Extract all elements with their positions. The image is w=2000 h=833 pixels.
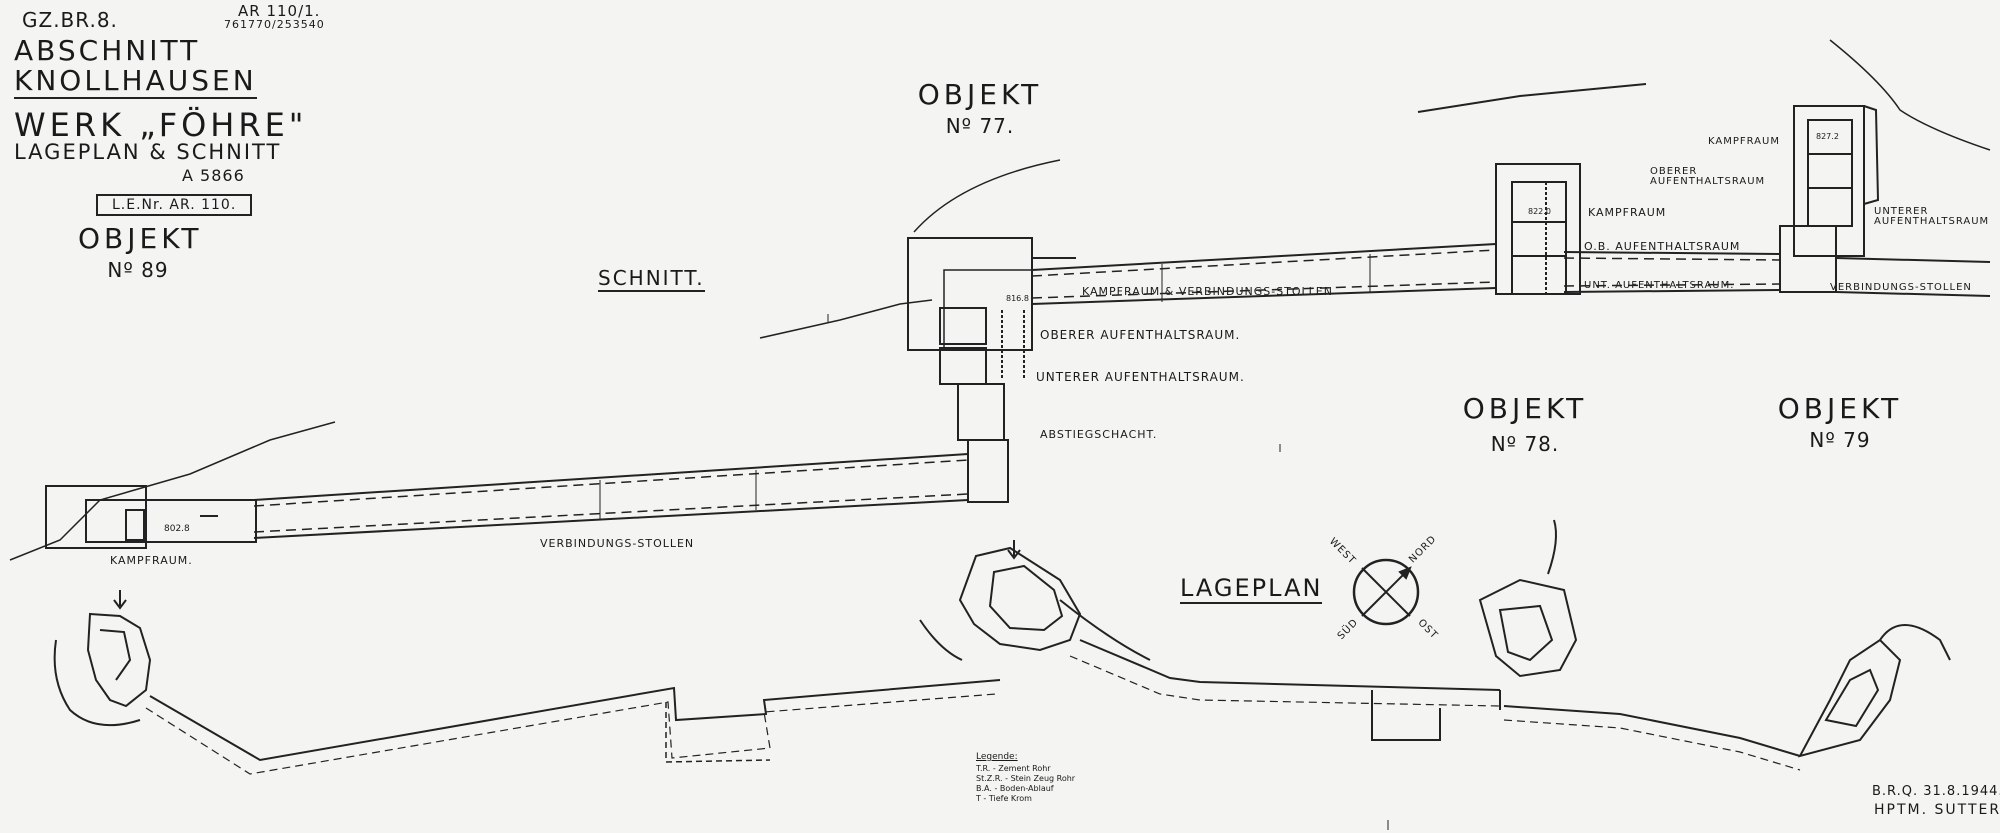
- plan-object-89: [53, 590, 152, 727]
- plan-type: LAGEPLAN & SCHNITT: [14, 140, 282, 164]
- terrain-line-top: [1417, 83, 1647, 113]
- terrain-line-77: [759, 299, 933, 339]
- elevation-79: 827.2: [1816, 132, 1839, 141]
- stamp-box: L.E.Nr. AR. 110.: [96, 194, 253, 216]
- plan-tunnel-77-78: [1069, 639, 1501, 741]
- label-oberer-79-line2: AUFENTHALTSRAUM: [1650, 176, 1766, 187]
- label-verbindungs-stollen-2: VERBINDUNGS-STOLLEN: [1830, 282, 1972, 293]
- signature-name: HPTM. SUTTER: [1874, 802, 2000, 818]
- compass-rose: [1352, 558, 1420, 626]
- object-77-title: OBJEKT: [917, 78, 1043, 111]
- terrain-arc-77: [913, 159, 1061, 233]
- elevation-89: 802.8: [164, 524, 190, 534]
- label-verbindungs-stollen-1: VERBINDUNGS-STOLLEN: [540, 537, 695, 550]
- object-77-section: [907, 237, 1076, 503]
- elevation-78: 822.0: [1528, 207, 1551, 216]
- plan-number: A 5866: [182, 166, 245, 185]
- plan-tunnel-89-77: [145, 679, 1001, 775]
- label-unterer-79-line2: AUFENTHALTSRAUM: [1874, 216, 1990, 227]
- object-78-title: OBJEKT: [1462, 392, 1588, 425]
- plan-object-78: [1478, 519, 1578, 678]
- object-89-number: Nº 89: [107, 258, 169, 282]
- section-heading: SCHNITT.: [598, 266, 705, 292]
- signature-date: B.R.Q. 31.8.1944.: [1872, 784, 2000, 799]
- legend-item: T.R. - Zement Rohr: [976, 764, 1051, 773]
- object-78-number: Nº 78.: [1490, 432, 1560, 456]
- label-unt-aufenthaltsraum: UNT. AUFENTHALTSRAUM.: [1584, 280, 1735, 291]
- label-ob-aufenthaltsraum: O.B. AUFENTHALTSRAUM: [1584, 240, 1741, 253]
- section-title-line1: ABSCHNITT: [14, 34, 201, 67]
- coord-ref: 761770/253540: [224, 18, 325, 31]
- legend-item: T - Tiefe Krom: [976, 794, 1032, 803]
- stollen-77-79: [1031, 243, 1991, 305]
- elevation-77: 816.8: [1006, 294, 1029, 303]
- witness-marks: [827, 314, 1389, 830]
- label-kampfraum-79: KAMPFRAUM: [1708, 136, 1780, 147]
- section-title-line2: KNOLLHAUSEN: [14, 64, 257, 99]
- legend-title: Legende:: [976, 752, 1018, 762]
- legend-item: B.A. - Boden-Ablauf: [976, 784, 1054, 793]
- plan-object-79: [1798, 624, 1951, 758]
- plan-heading: LAGEPLAN: [1180, 574, 1323, 604]
- stollen-89-77: [253, 453, 969, 539]
- label-oberer-aufenthaltsraum: OBERER AUFENTHALTSRAUM.: [1040, 328, 1241, 342]
- label-oberer-79-line1: OBERER: [1650, 166, 1698, 177]
- label-kampfraum-89: KAMPFRAUM.: [110, 554, 193, 567]
- label-abstiegschacht: ABSTIEGSCHACHT.: [1040, 428, 1158, 441]
- plan-object-77: [919, 540, 1151, 661]
- label-unterer-79-line1: UNTERER: [1874, 206, 1929, 217]
- terrain-line-79: [1829, 39, 1991, 151]
- object-89-section: [45, 485, 257, 549]
- plan-tunnel-78-79: [1503, 705, 1801, 771]
- object-79-number: Nº 79: [1809, 428, 1871, 452]
- label-unterer-aufenthaltsraum: UNTERER AUFENTHALTSRAUM.: [1036, 370, 1245, 384]
- object-89-title: OBJEKT: [78, 222, 203, 255]
- legend-item: St.Z.R. - Stein Zeug Rohr: [976, 774, 1076, 783]
- object-79-section: [1779, 105, 1880, 293]
- object-78-section: [1495, 163, 1581, 295]
- work-title: WERK „FÖHRE": [14, 106, 308, 144]
- terrain-line-left: [9, 421, 336, 561]
- object-79-title: OBJEKT: [1777, 392, 1903, 425]
- object-77-number: Nº 77.: [945, 114, 1015, 138]
- sheet-code: GZ.BR.8.: [22, 8, 118, 32]
- label-kampfraum-78: KAMPFRAUM: [1588, 206, 1667, 219]
- archive-ref: AR 110/1.: [238, 2, 321, 20]
